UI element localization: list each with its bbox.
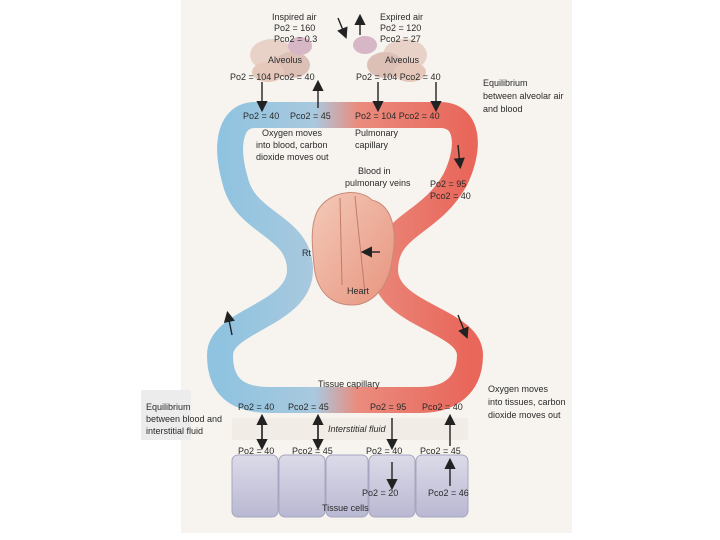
capillary-right-values: Po2 = 104 Pco2 = 40 (355, 111, 440, 121)
expired-pco2: Pco2 = 27 (380, 34, 421, 44)
tc-po2-left: Po2 = 40 (238, 402, 274, 412)
pulmonary-capillary-2: capillary (355, 140, 389, 150)
expired-po2: Po2 = 120 (380, 23, 421, 33)
veins-po2: Po2 = 95 (430, 179, 466, 189)
oxygen-out-1: Oxygen moves (488, 384, 549, 394)
tissue-capillary-label: Tissue capillary (318, 379, 380, 389)
tc-pco2-left: Pco2 = 45 (288, 402, 329, 412)
oxygen-in-1: Oxygen moves (262, 128, 323, 138)
tissue-cells-label: Tissue cells (322, 503, 369, 513)
tc-po2-right: Po2 = 95 (370, 402, 406, 412)
alveolus-left (250, 37, 312, 82)
inspired-po2: Po2 = 160 (274, 23, 315, 33)
equilibrium-alveolar-2: between alveolar air (483, 91, 564, 101)
blood-in-veins-1: Blood in (358, 166, 391, 176)
arrow-loop-right-top (453, 144, 465, 170)
arrow-loop-right-bottom (457, 314, 469, 339)
interstitial-fluid-label: Interstitial fluid (328, 424, 387, 434)
if-pco2-right: Pco2 = 45 (420, 446, 461, 456)
alveolus-left-values: Po2 = 104 Pco2 = 40 (230, 72, 315, 82)
expired-air-label: Expired air (380, 12, 423, 22)
flow-arrows (223, 13, 469, 491)
equilibrium-alveolar-3: and blood (483, 104, 523, 114)
if-po2-right: Po2 = 40 (366, 446, 402, 456)
if-pco2-left: Pco2 = 45 (292, 446, 333, 456)
pulmonary-capillary-1: Pulmonary (355, 128, 399, 138)
capillary-left-po2: Po2 = 40 (243, 111, 279, 121)
tc-pco2-right: Pco2 = 40 (422, 402, 463, 412)
heart-label: Heart (347, 286, 370, 296)
alveolus-right (353, 36, 427, 82)
if-po2-left: Po2 = 40 (238, 446, 274, 456)
margin-strip (141, 390, 191, 440)
oxygen-in-2: into blood, carbon (256, 140, 328, 150)
blood-in-veins-2: pulmonary veins (345, 178, 411, 188)
circulation-loop (207, 102, 483, 413)
oxygen-in-3: dioxide moves out (256, 152, 329, 162)
equilibrium-tissue-2: between blood and (146, 414, 222, 424)
equilibrium-alveolar-1: Equilibrium (483, 78, 528, 88)
alveolus-left-label: Alveolus (268, 55, 303, 65)
oxygen-out-2: into tissues, carbon (488, 397, 566, 407)
capillary-left-pco2: Pco2 = 45 (290, 111, 331, 121)
arrow-inspired (337, 17, 348, 39)
equilibrium-tissue-3: interstitial fluid (146, 426, 203, 436)
alveolus-right-values: Po2 = 104 Pco2 = 40 (356, 72, 441, 82)
veins-pco2: Pco2 = 40 (430, 191, 471, 201)
tissue-cells (231, 454, 469, 518)
arrow-loop-left-bottom (223, 310, 235, 336)
alveolus-right-label: Alveolus (385, 55, 420, 65)
rt-label: Rt (302, 248, 311, 258)
equilibrium-tissue-1: Equilibrium (146, 402, 191, 412)
cell-po2: Po2 = 20 (362, 488, 398, 498)
interstitial-fluid-band (232, 418, 468, 440)
inspired-pco2: Pco2 = 0.3 (274, 34, 317, 44)
oxygen-out-3: dioxide moves out (488, 410, 561, 420)
heart-illustration (311, 192, 395, 306)
cell-pco2: Pco2 = 46 (428, 488, 469, 498)
inspired-air-label: Inspired air (272, 12, 317, 22)
